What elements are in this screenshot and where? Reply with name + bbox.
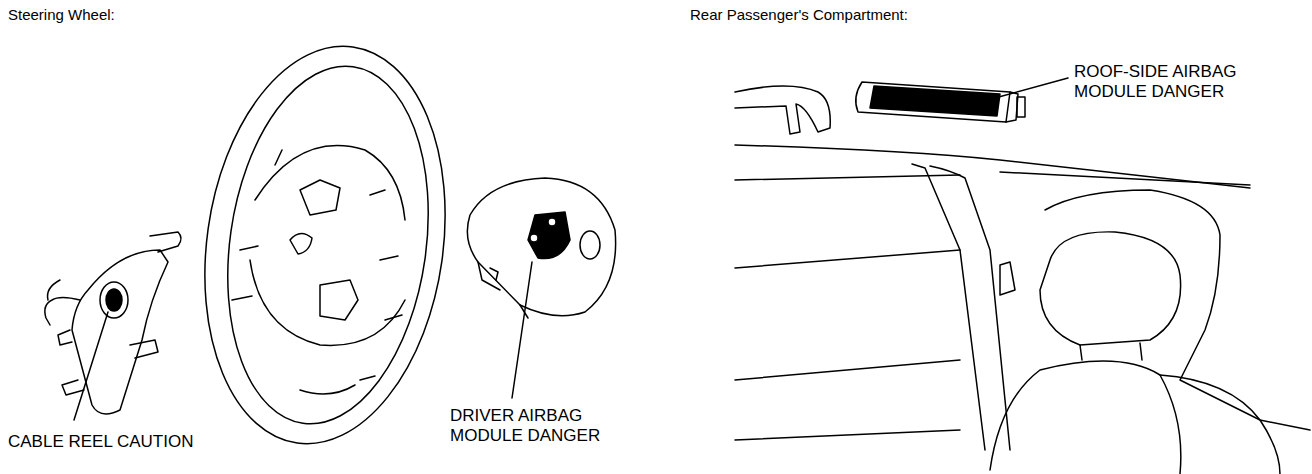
rear-compartment <box>735 86 1310 474</box>
leader-line <box>995 78 1068 98</box>
leader-line <box>74 312 108 420</box>
leader-line <box>512 262 532 398</box>
steering-wheel <box>180 31 469 460</box>
section-heading: Rear Passenger's Compartment: <box>690 6 1090 24</box>
roof-side-airbag-module <box>856 82 1025 122</box>
part-label: CABLE REEL CAUTION <box>8 432 328 452</box>
section-heading: Steering Wheel: <box>8 6 308 24</box>
part-label: ROOF-SIDE AIRBAG MODULE DANGER <box>1074 62 1259 103</box>
part-label: DRIVER AIRBAG MODULE DANGER <box>450 406 610 447</box>
cable-reel <box>45 232 181 414</box>
driver-airbag-module <box>467 178 615 318</box>
